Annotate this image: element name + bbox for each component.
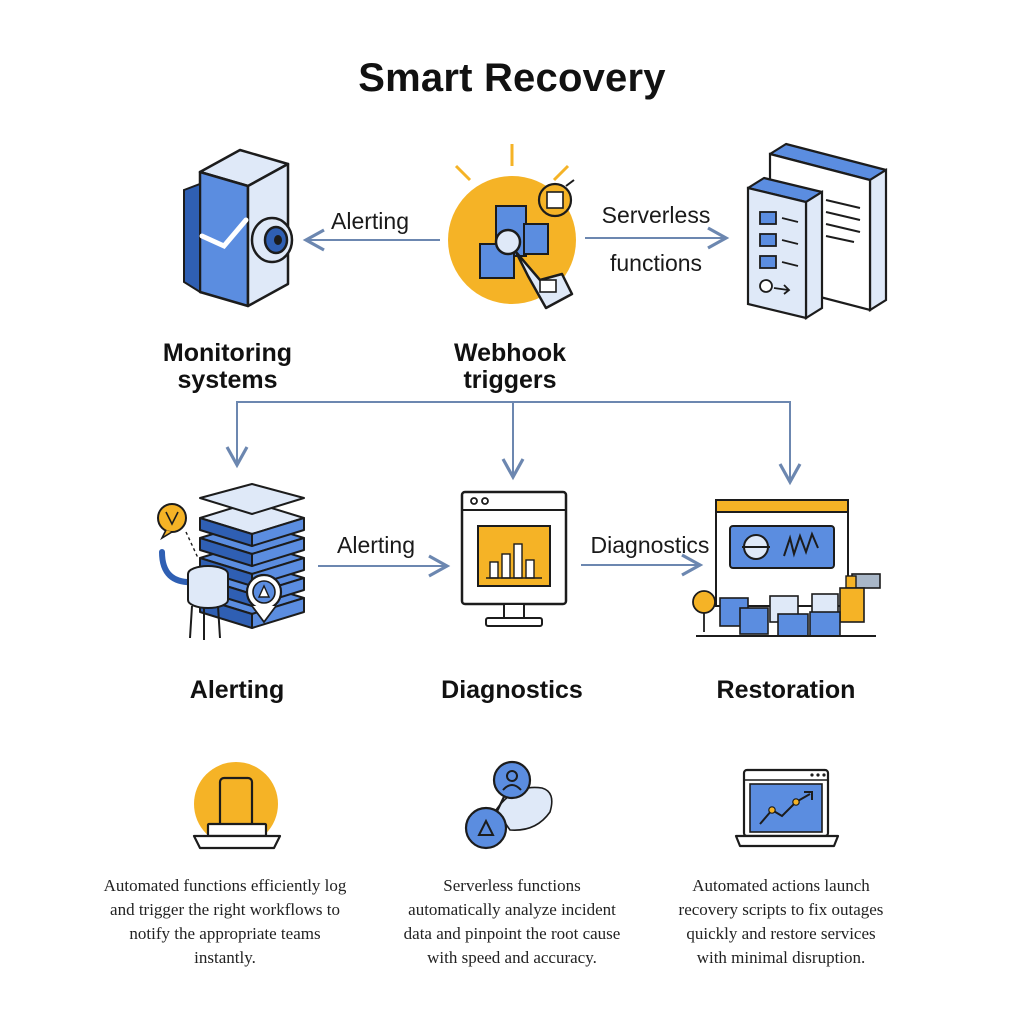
webhook-triggers-label: Webhook triggers <box>453 339 567 394</box>
edge-label-alerting-top: Alerting <box>331 208 409 234</box>
linked-nodes-icon <box>464 760 553 850</box>
edge-label-functions: functions <box>609 250 703 276</box>
stage-label-alerting: Alerting <box>189 676 285 704</box>
edge-label-serverless: Serverless <box>601 202 711 228</box>
server-stack-icon <box>157 483 305 640</box>
stage-label-restoration: Restoration <box>716 676 856 704</box>
stage-description-diagnostics: Serverless functions automatically analy… <box>403 876 621 967</box>
edge-label-alerting-bottom: Alerting <box>337 532 415 558</box>
restoration-dashboard-icon <box>692 499 881 637</box>
serverless-server-icon <box>746 142 888 320</box>
stage-description-restoration: Automated actions launch recovery script… <box>678 876 884 967</box>
laptop-phone-icon <box>192 762 282 850</box>
webhook-icon <box>448 144 576 310</box>
edge-label-diagnostics: Diagnostics <box>590 532 710 558</box>
monitor-chart-icon <box>460 490 568 627</box>
laptop-trend-icon <box>734 768 840 848</box>
monitoring-systems-label: Monitoring systems <box>162 339 293 394</box>
stage-description-alerting: Automated functions efficiently log and … <box>103 876 347 967</box>
stage-label-diagnostics: Diagnostics <box>441 676 583 704</box>
diagram-title: Smart Recovery <box>358 56 666 100</box>
monitoring-server-icon <box>183 148 294 308</box>
